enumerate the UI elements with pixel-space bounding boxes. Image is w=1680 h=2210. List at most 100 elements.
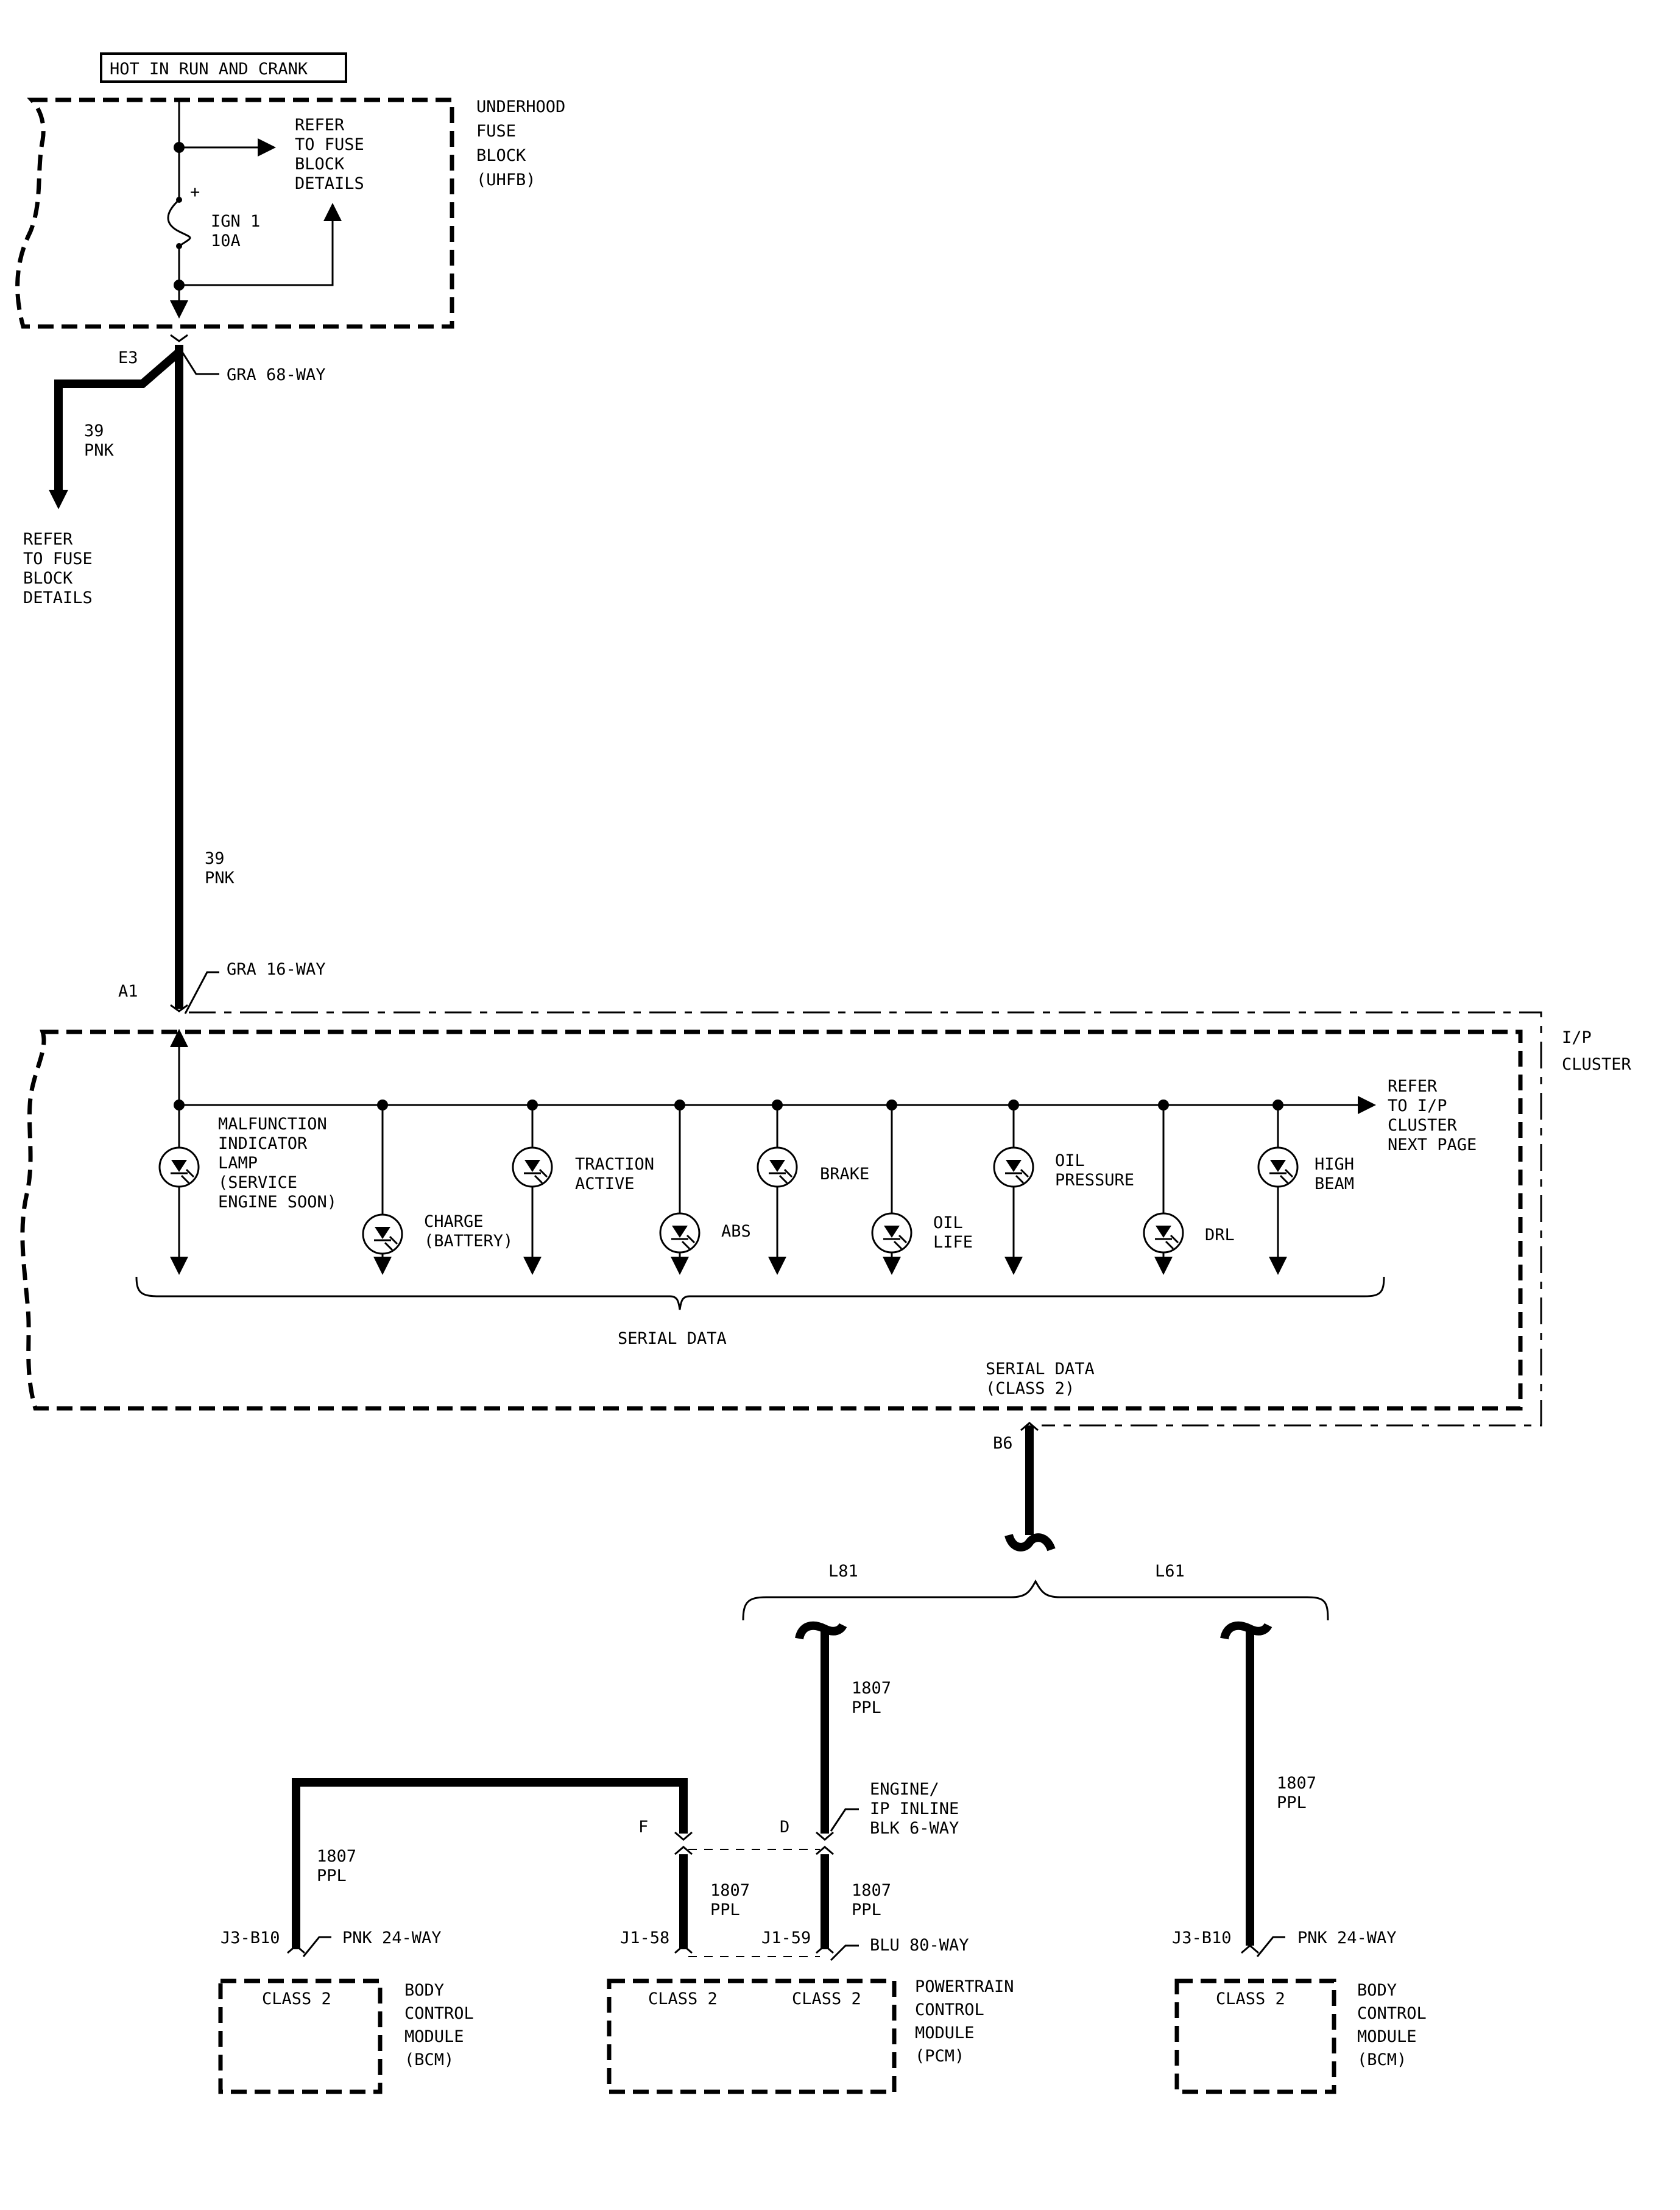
- serial-data-class2-line1: SERIAL DATA: [986, 1360, 1095, 1379]
- serial-data-brace: [135, 1276, 1385, 1310]
- cluster-refer-line2: TO I/P: [1388, 1096, 1447, 1115]
- cluster-title-line1: I/P: [1562, 1028, 1592, 1047]
- lamp-label: ENGINE SOON): [218, 1193, 337, 1212]
- fuse-label-line1: IGN 1: [211, 212, 260, 231]
- inline-pin-d: D: [780, 1818, 789, 1837]
- lamp-label: BEAM: [1315, 1174, 1354, 1193]
- inline-connector-f-bottom: [674, 1846, 693, 1855]
- lamp-label: (BATTERY): [424, 1232, 513, 1251]
- pcm-name-line1: POWERTRAIN: [915, 1977, 1014, 1996]
- a1-leader: [184, 971, 219, 1014]
- serial-data-class2-line2: (CLASS 2): [986, 1379, 1075, 1398]
- cluster-title-line2: CLUSTER: [1562, 1055, 1632, 1074]
- light-ray-icon: [538, 1168, 548, 1178]
- inline-connector-line2: IP INLINE: [870, 1799, 959, 1818]
- uhfb-refer-line3: BLOCK: [295, 155, 345, 174]
- cluster-outer-boundary: [189, 1011, 1542, 1427]
- bcm-left-pin-label: J3-B10: [221, 1929, 280, 1947]
- branch-39-label-line2: PNK: [84, 441, 115, 460]
- e3-connector-label: GRA 68-WAY: [227, 365, 326, 384]
- lamp-label: BRAKE: [820, 1165, 869, 1184]
- inline-connector-line1: ENGINE/: [870, 1780, 939, 1799]
- a1-pin-label: A1: [118, 982, 138, 1001]
- e3-leader: [180, 350, 219, 375]
- pcm-58-wire-label-line1: 1807: [710, 1881, 750, 1900]
- diode-triangle-icon: [672, 1226, 688, 1238]
- branch-39-label-line1: 39: [84, 422, 104, 440]
- lamp-label: HIGH: [1315, 1155, 1354, 1174]
- inline-connector-f-top: [674, 1831, 693, 1841]
- uhfb-refer-line1: REFER: [295, 116, 345, 135]
- option-l61-label: L61: [1155, 1562, 1185, 1581]
- light-ray-icon: [893, 1240, 903, 1250]
- l81-wire-label-line1: 1807: [852, 1679, 891, 1698]
- cluster-inner-boundary: [20, 1029, 1523, 1411]
- bcm-right-connector-mark: [1241, 1944, 1259, 1954]
- uhfb-boundary: [15, 97, 454, 329]
- bcm-left-connector-mark: [287, 1944, 305, 1954]
- light-ray-icon: [778, 1174, 788, 1184]
- light-ray-icon: [185, 1168, 195, 1178]
- bcm-right-leader: [1256, 1936, 1285, 1957]
- bcm-left-leader: [302, 1936, 331, 1957]
- light-ray-icon: [783, 1168, 793, 1178]
- lamp-drl: DRL: [1143, 1100, 1235, 1275]
- diode-triangle-icon: [769, 1160, 785, 1172]
- bcm-right-name-line2: CONTROL: [1357, 2004, 1427, 2023]
- cluster-refer-line4: NEXT PAGE: [1388, 1135, 1477, 1154]
- bcm-left-name-line2: CONTROL: [404, 2004, 474, 2023]
- lamp-label: TRACTION: [575, 1155, 654, 1174]
- bcm-left-module: [218, 1979, 383, 2094]
- diode-triangle-icon: [1006, 1160, 1022, 1172]
- option-l81-label: L81: [828, 1562, 858, 1581]
- pcm-58-pin-label: J1-58: [620, 1929, 669, 1947]
- inline-connector-line3: BLK 6-WAY: [870, 1819, 959, 1838]
- diode-triangle-icon: [375, 1227, 390, 1239]
- diode-triangle-icon: [171, 1160, 187, 1172]
- pcm-connector-label: BLU 80-WAY: [870, 1936, 969, 1955]
- light-ray-icon: [1279, 1174, 1289, 1184]
- bcm-right-name-line1: BODY: [1357, 1981, 1397, 2000]
- pcm-name-line4: (PCM): [915, 2047, 964, 2066]
- lamp-brake: BRAKE: [757, 1100, 869, 1275]
- bcm-right-class: CLASS 2: [1216, 1989, 1285, 2008]
- lamp-label: PRESSURE: [1055, 1171, 1134, 1190]
- pcm-59-connector-mark: [816, 1944, 834, 1954]
- light-ray-icon: [1165, 1240, 1174, 1250]
- bcm-left-connector-label: PNK 24-WAY: [342, 1929, 442, 1947]
- pcm-58-wire-label-line2: PPL: [710, 1901, 740, 1919]
- serial-data-label: SERIAL DATA: [618, 1329, 727, 1348]
- e3-pin-label: E3: [118, 348, 138, 367]
- cluster-refer-line1: REFER: [1388, 1077, 1438, 1096]
- a1-connector-mark: [170, 1004, 188, 1012]
- inline-pin-f: F: [638, 1818, 648, 1837]
- main-39-label-line1: 39: [205, 849, 225, 868]
- pcm-58-connector-mark: [674, 1944, 693, 1954]
- bcm-right-connector-label: PNK 24-WAY: [1297, 1929, 1397, 1947]
- branch-refer-line3: BLOCK: [23, 569, 73, 588]
- l61-wire-label-line1: 1807: [1277, 1774, 1316, 1793]
- main-39-label-line2: PNK: [205, 869, 235, 888]
- diode-triangle-icon: [524, 1160, 540, 1172]
- bcm-left-wire: [292, 1778, 688, 1949]
- pcm-leader: [830, 1944, 859, 1961]
- uhfb-refer-line2: TO FUSE: [295, 135, 364, 154]
- pcm-module: [607, 1979, 897, 2094]
- bcm-right-pin-label: J3-B10: [1172, 1929, 1232, 1947]
- pcm-name-line3: MODULE: [915, 2024, 975, 2042]
- light-ray-icon: [1015, 1174, 1025, 1184]
- diode-triangle-icon: [1156, 1226, 1171, 1238]
- b6-break-symbol: [1004, 1533, 1056, 1552]
- fuse-label-line2: 10A: [211, 231, 241, 250]
- bcm-left-class: CLASS 2: [262, 1989, 331, 2008]
- light-ray-icon: [1020, 1168, 1029, 1178]
- pcm-name-line2: CONTROL: [915, 2000, 984, 2019]
- diode-triangle-icon: [1270, 1160, 1286, 1172]
- lamp-label: INDICATOR: [218, 1134, 308, 1153]
- fuse-plus: +: [190, 183, 200, 202]
- fuse-symbol: [167, 199, 191, 247]
- power-label: HOT IN RUN AND CRANK: [110, 60, 308, 79]
